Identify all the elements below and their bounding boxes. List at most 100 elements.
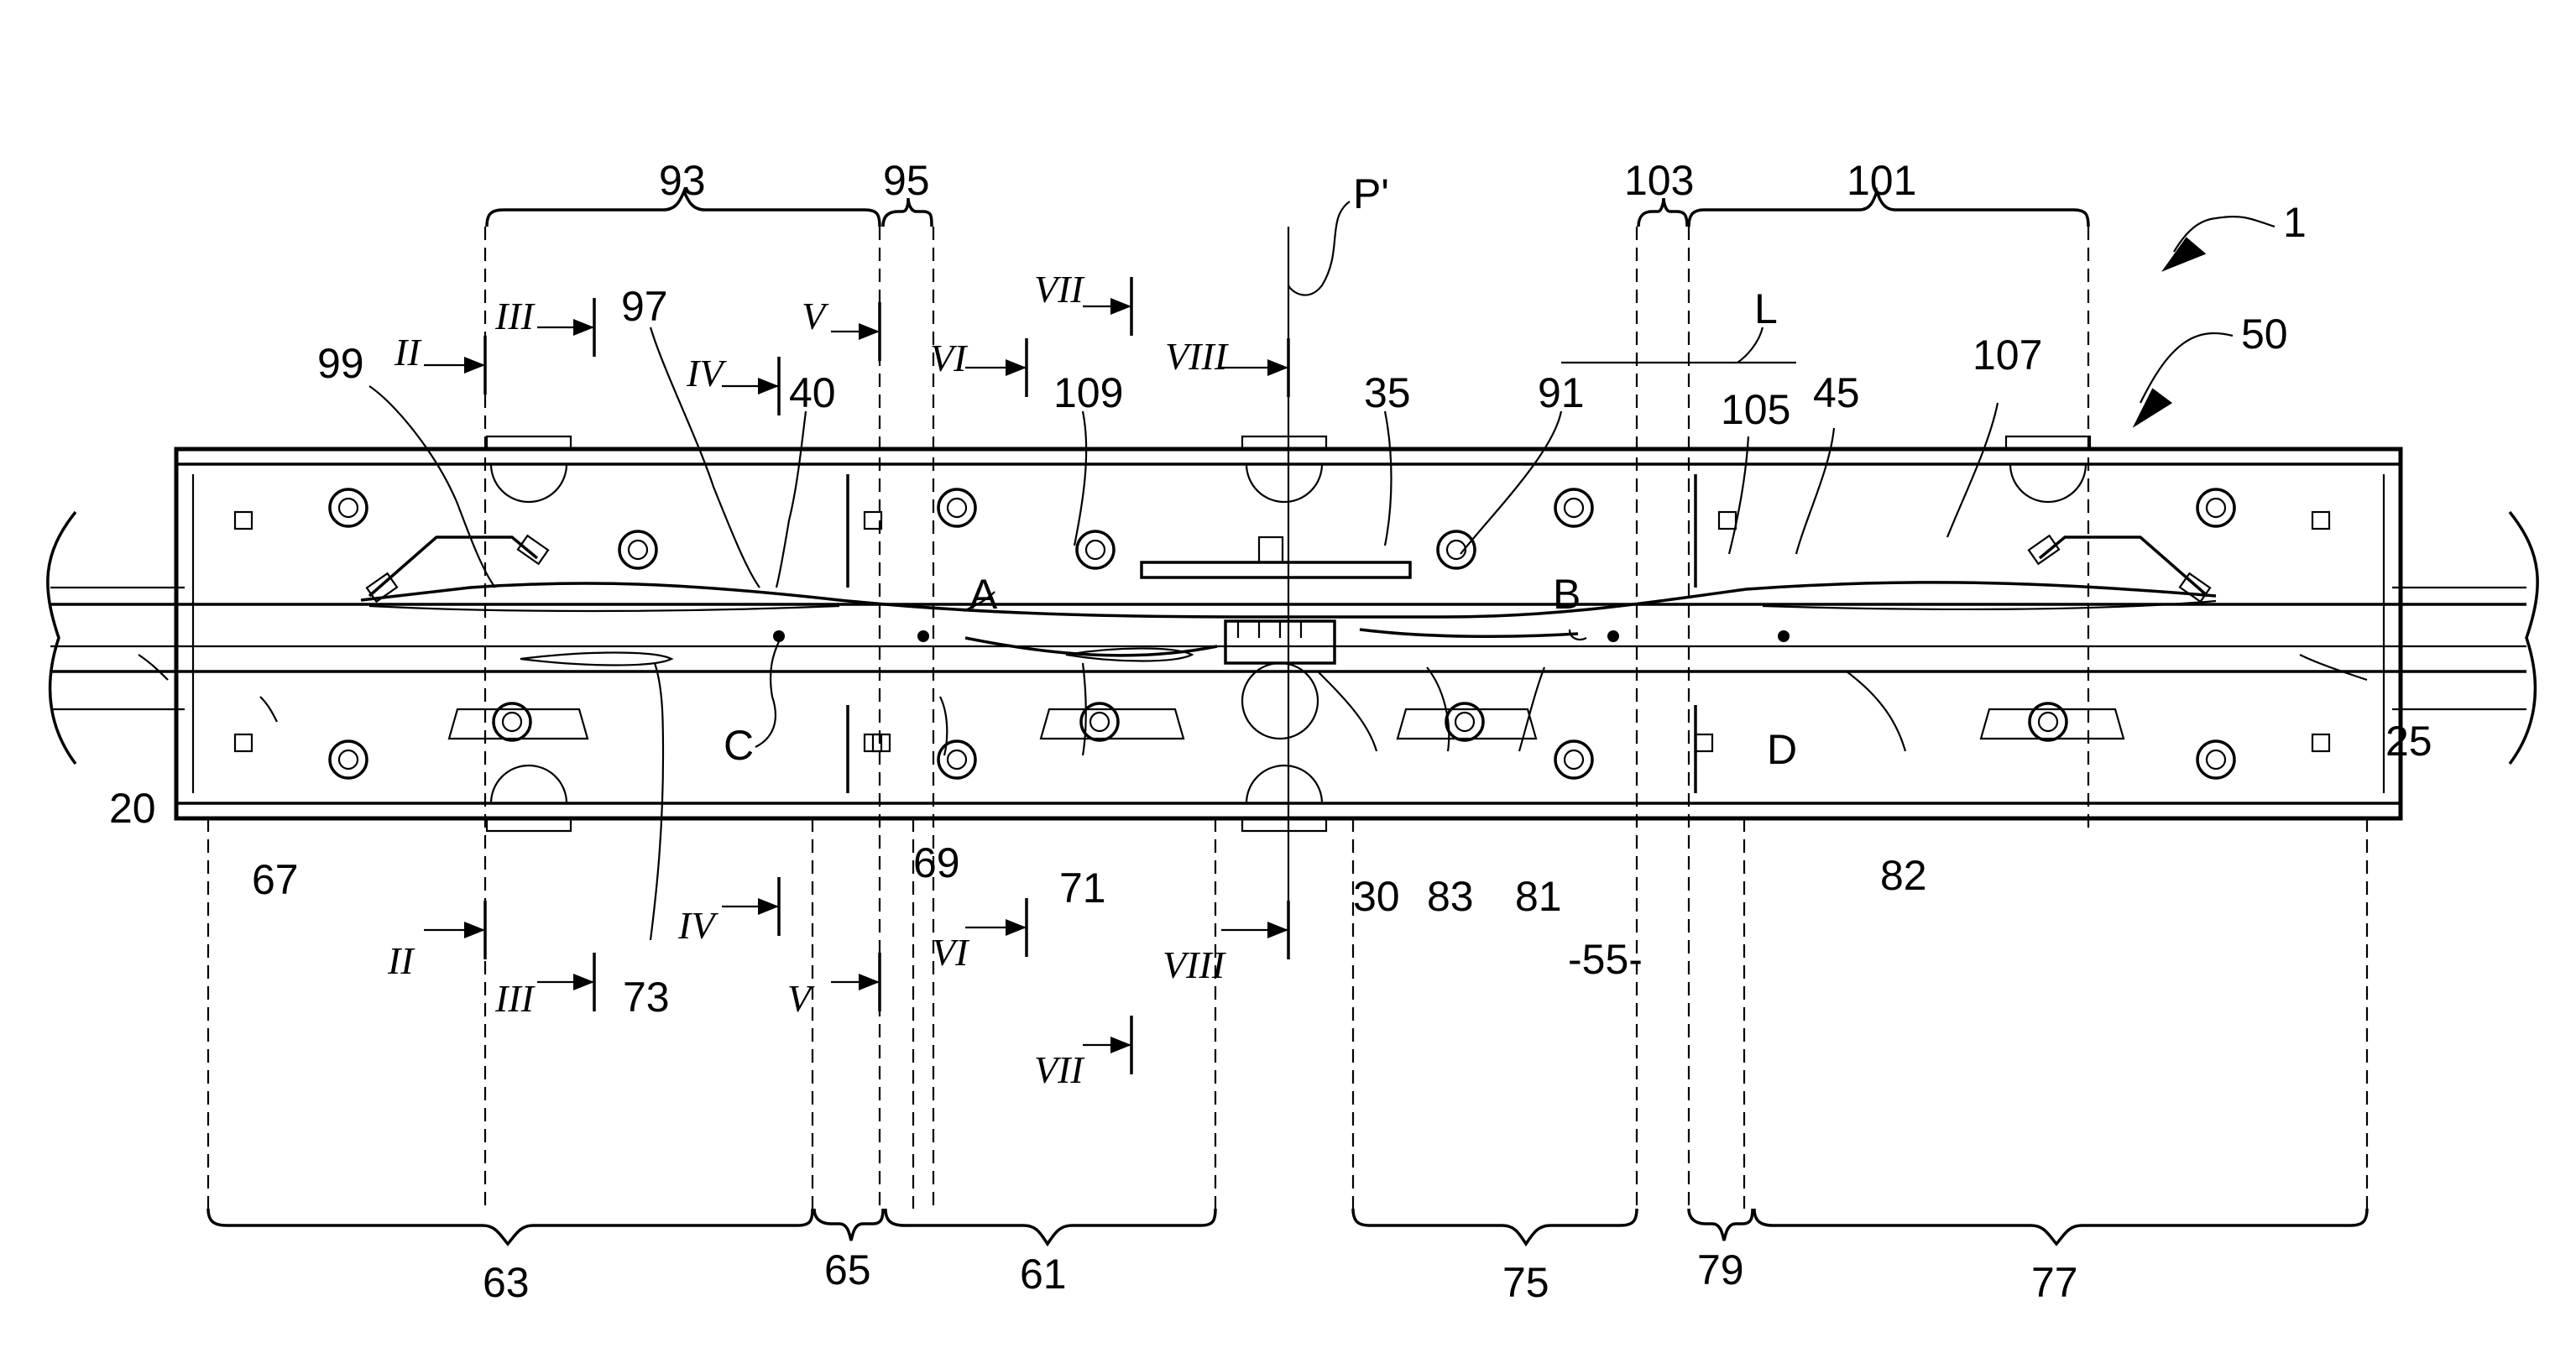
leader-lines xyxy=(138,201,2367,940)
section-iv-top: IV xyxy=(686,352,727,394)
section-vii-bottom: VII xyxy=(1034,1048,1085,1091)
label-103: 103 xyxy=(1624,157,1694,204)
section-iii-bottom: III xyxy=(494,977,536,1020)
label-73: 73 xyxy=(623,974,670,1021)
label-83: 83 xyxy=(1427,873,1474,920)
section-arrow-head xyxy=(1006,919,1027,936)
label-109: 109 xyxy=(1053,369,1123,416)
label-30: 30 xyxy=(1353,873,1400,920)
section-vi-top: VI xyxy=(930,337,969,379)
section-iv-bottom: IV xyxy=(677,904,718,947)
label-91: 91 xyxy=(1538,369,1585,416)
bolt-head xyxy=(1555,741,1592,778)
bolt-core xyxy=(1565,499,1583,517)
labels: 93 95 103 101 P' 1 L 50 99 97 40 109 35 … xyxy=(109,157,2432,1306)
rivet xyxy=(2312,734,2329,751)
section-arrow-head xyxy=(573,974,594,990)
section-v-top: V xyxy=(802,295,829,337)
bolt-core xyxy=(1455,713,1474,731)
section-arrow-head xyxy=(1267,359,1288,376)
section-arrow-head xyxy=(758,898,779,915)
bolt-head xyxy=(938,489,975,526)
label-L: L xyxy=(1754,285,1778,332)
bolt-core xyxy=(2039,713,2057,731)
label-C: C xyxy=(724,722,754,769)
point-b-dot xyxy=(1607,630,1619,642)
label-97: 97 xyxy=(621,283,668,330)
section-arrow-head xyxy=(1110,1037,1131,1053)
label-75: 75 xyxy=(1502,1259,1549,1306)
rivet xyxy=(1719,512,1736,529)
bolt-core xyxy=(2207,750,2225,769)
label-77: 77 xyxy=(2031,1259,2078,1306)
label-63: 63 xyxy=(483,1259,530,1306)
section-arrow-head xyxy=(758,378,779,394)
bolt-core xyxy=(629,541,647,559)
label-95: 95 xyxy=(883,157,930,204)
assembly-arrows xyxy=(2136,239,2203,424)
label-35: 35 xyxy=(1364,369,1411,416)
label-55: -55- xyxy=(1568,936,1643,983)
bolt-head xyxy=(330,489,367,526)
section-viii-bottom: VIII xyxy=(1163,943,1227,986)
bolt-core xyxy=(948,750,966,769)
label-A: A xyxy=(969,571,998,618)
bolt-core xyxy=(2207,499,2225,517)
section-arrow-head xyxy=(464,922,485,938)
label-B: B xyxy=(1553,571,1581,618)
section-arrow-head xyxy=(1006,359,1027,376)
section-ii-bottom: II xyxy=(387,939,415,982)
label-105: 105 xyxy=(1721,386,1790,433)
bolt-core xyxy=(1090,713,1109,731)
section-vi-bottom: VI xyxy=(932,931,970,974)
section-arrow-head xyxy=(1110,298,1131,315)
label-79: 79 xyxy=(1697,1246,1744,1293)
label-93: 93 xyxy=(659,157,706,204)
bolt-head xyxy=(938,741,975,778)
bolt-head xyxy=(1438,531,1475,568)
bolt-head xyxy=(1555,489,1592,526)
section-vii-top: VII xyxy=(1034,268,1085,311)
label-45: 45 xyxy=(1813,369,1860,416)
rivet xyxy=(235,512,252,529)
section-cuts xyxy=(424,277,1288,1074)
rivet xyxy=(235,734,252,751)
section-arrow-head xyxy=(1267,922,1288,938)
point-d-dot xyxy=(1778,630,1790,642)
label-50: 50 xyxy=(2241,311,2288,358)
label-107: 107 xyxy=(1972,332,2042,379)
bolt-core xyxy=(1565,750,1583,769)
label-D: D xyxy=(1767,726,1797,773)
rivet xyxy=(1696,734,1712,751)
bolt-head xyxy=(1077,531,1114,568)
label-82: 82 xyxy=(1880,852,1927,899)
point-a-dot xyxy=(917,630,929,642)
label-69: 69 xyxy=(913,839,960,886)
label-p-prime: P' xyxy=(1353,170,1389,217)
section-iii-top: III xyxy=(494,295,536,337)
label-61: 61 xyxy=(1020,1251,1067,1298)
bolt-head xyxy=(619,531,656,568)
label-81: 81 xyxy=(1515,873,1562,920)
bolt-core xyxy=(339,750,358,769)
label-71: 71 xyxy=(1059,865,1106,912)
section-arrow-head xyxy=(859,323,880,340)
bolt-head xyxy=(2197,489,2234,526)
label-99: 99 xyxy=(317,340,364,387)
section-v-bottom: V xyxy=(787,977,815,1020)
section-ii-top: II xyxy=(394,331,422,374)
rivet xyxy=(2312,512,2329,529)
fasteners xyxy=(235,489,2329,778)
bolt-core xyxy=(1086,541,1105,559)
label-20: 20 xyxy=(109,785,156,832)
label-101: 101 xyxy=(1847,157,1916,204)
bolt-core xyxy=(503,713,521,731)
bolt-head xyxy=(330,741,367,778)
bolt-head xyxy=(2197,741,2234,778)
section-viii-top: VIII xyxy=(1165,335,1230,378)
clamp-blocks xyxy=(449,709,2124,739)
section-arrow-head xyxy=(859,974,880,990)
label-67: 67 xyxy=(252,856,299,903)
section-arrow-head xyxy=(464,357,485,374)
